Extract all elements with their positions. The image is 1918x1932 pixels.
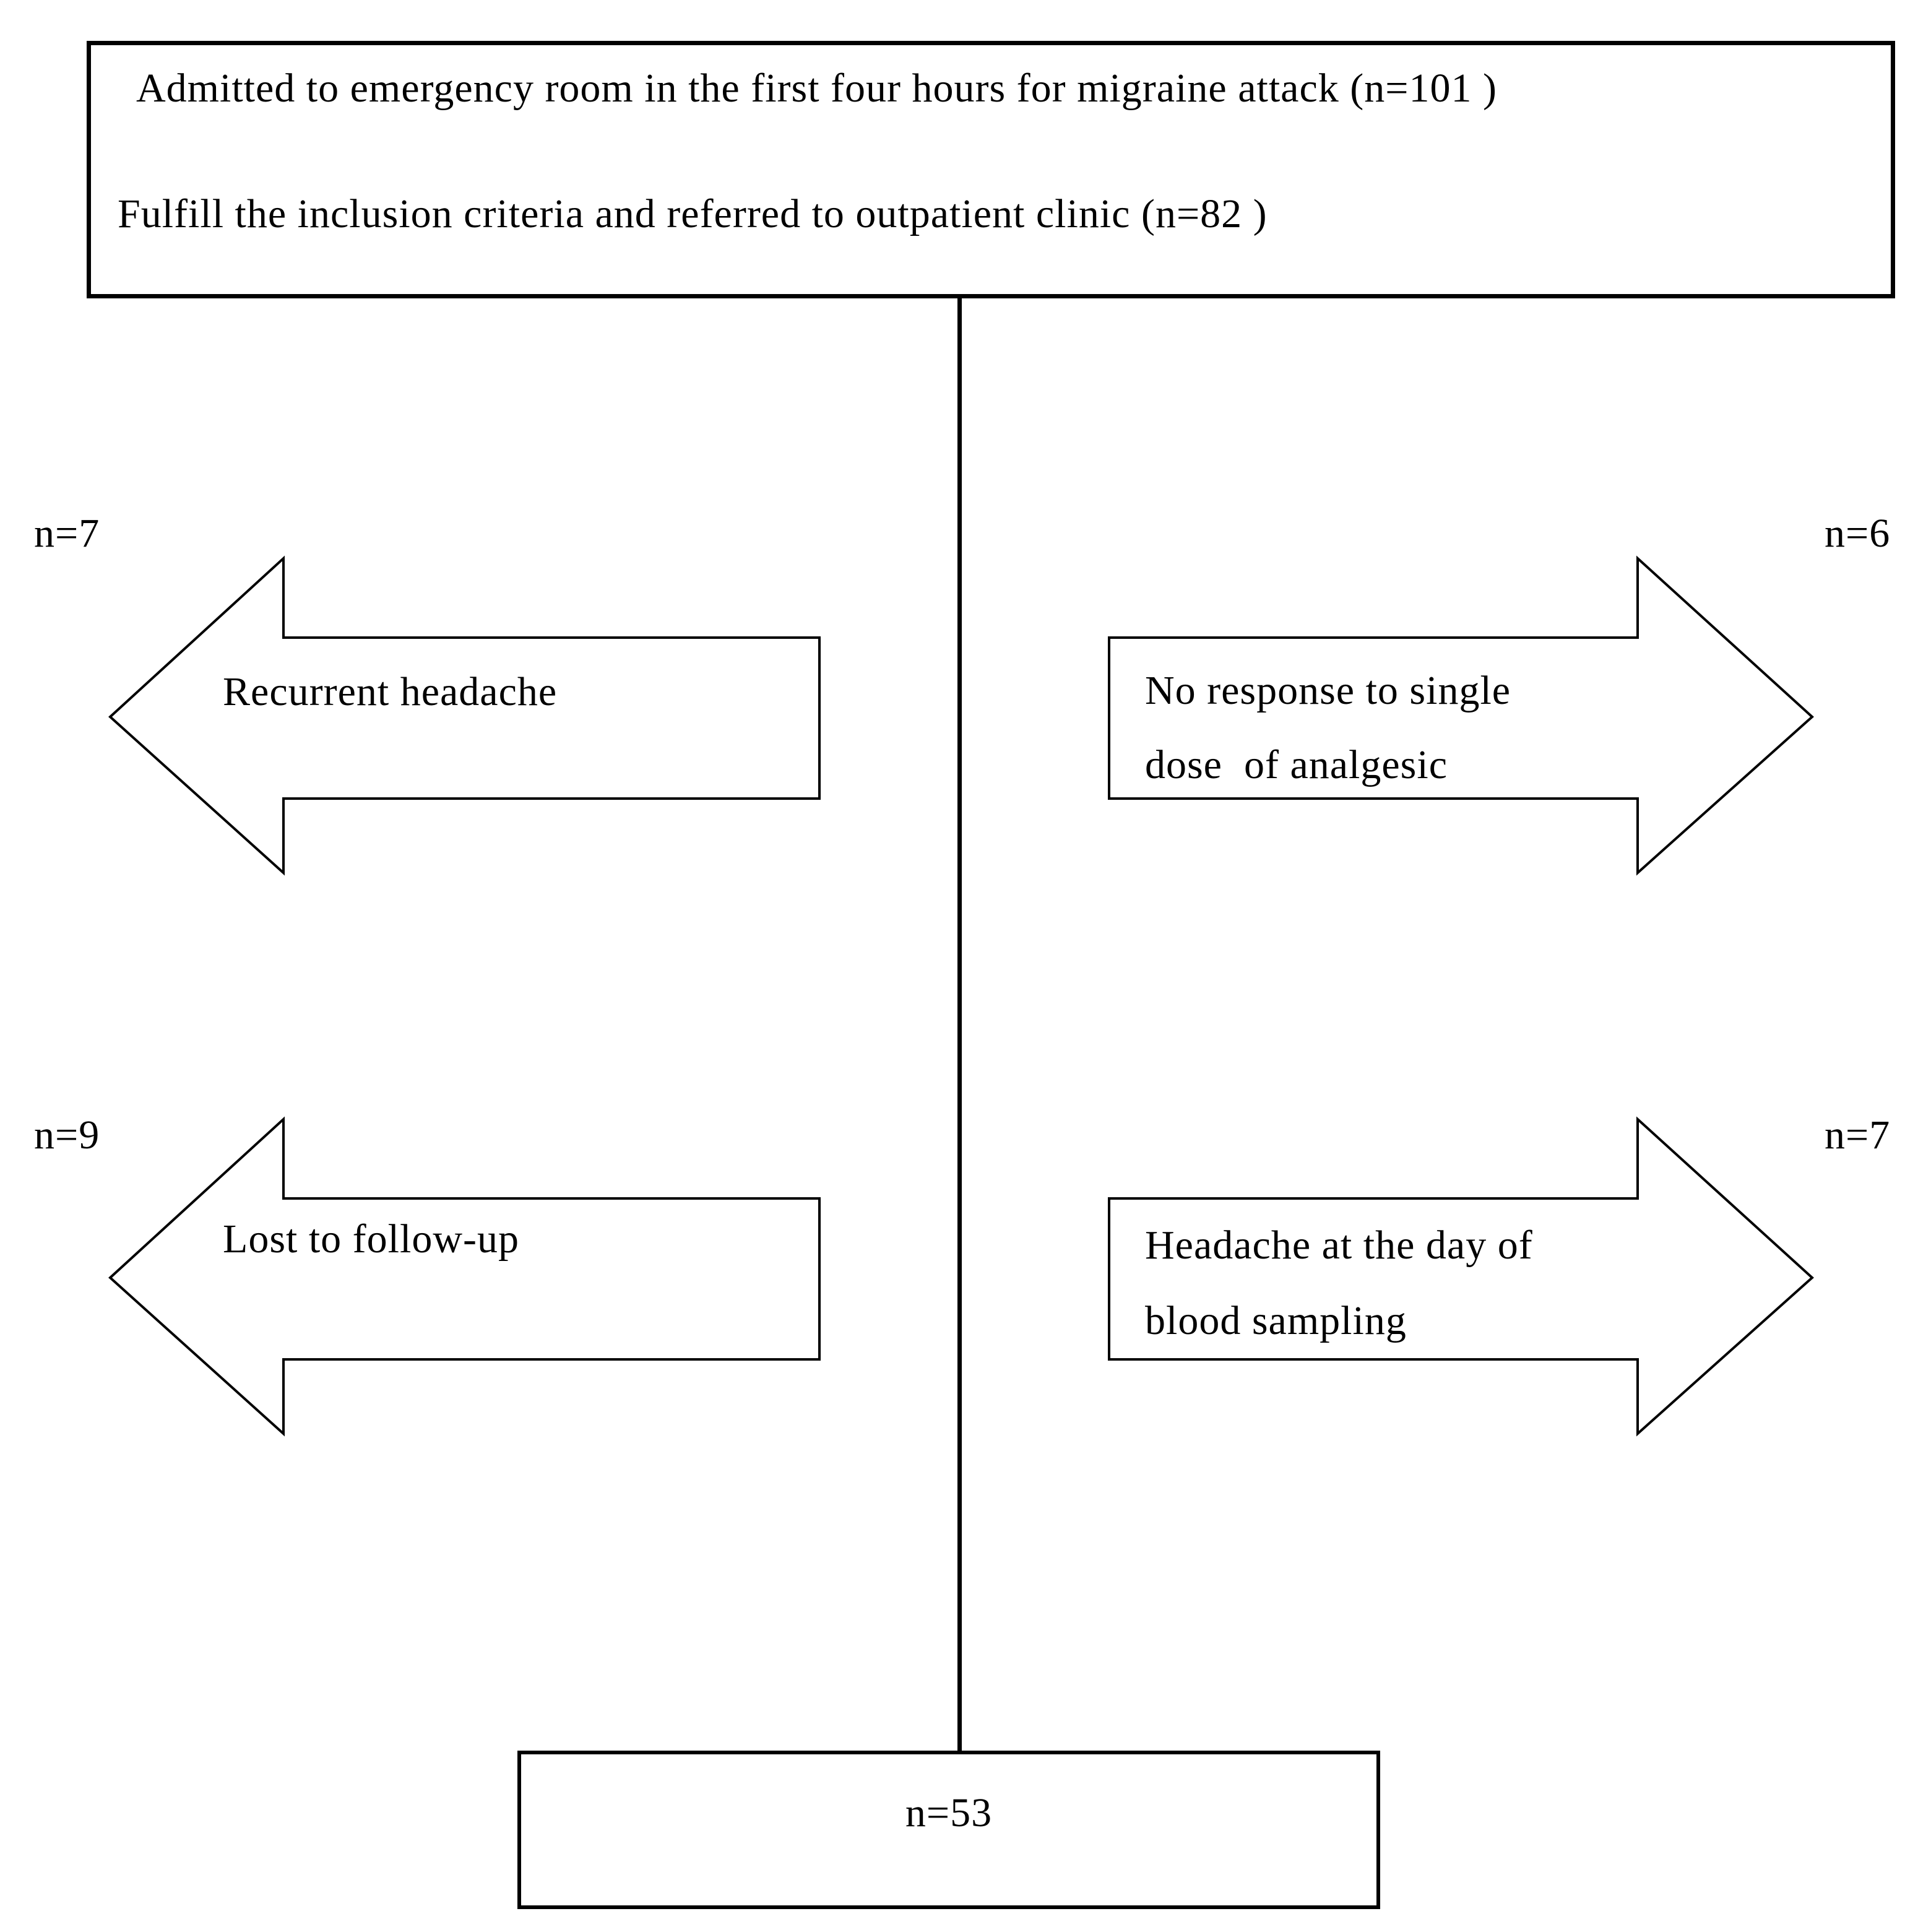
exclusion-left-2-text: Lost to follow-up	[223, 1216, 519, 1262]
connector-line	[957, 297, 962, 1751]
enrollment-box: Admitted to emergency room in the first …	[87, 41, 1895, 298]
right-block-arrow-1	[1108, 555, 1814, 876]
left-block-arrow-1-shape	[108, 555, 821, 876]
right-block-arrow-2-shape	[1108, 1116, 1814, 1437]
right-block-arrow-1-shape	[1108, 555, 1814, 876]
exclusion-right-1-text-line1: No response to single	[1145, 668, 1511, 713]
left-block-arrow-2-shape	[108, 1116, 821, 1437]
right-block-arrow-2	[1108, 1116, 1814, 1437]
final-count-label: n=53	[905, 1790, 993, 1835]
count-label-right-2: n=7	[1825, 1112, 1891, 1158]
exclusion-right-2-text-line2: blood sampling	[1145, 1298, 1407, 1343]
count-label-right-1: n=6	[1825, 511, 1891, 556]
exclusion-left-1-text: Recurrent headache	[223, 669, 558, 714]
count-label-left-2: n=9	[34, 1112, 100, 1158]
count-label-left-1: n=7	[34, 511, 100, 556]
enrollment-line-1: Admitted to emergency room in the first …	[136, 66, 1497, 111]
final-count-box: n=53	[517, 1751, 1380, 1909]
enrollment-line-2: Fulfill the inclusion criteria and refer…	[118, 191, 1268, 236]
exclusion-right-2-text-line1: Headache at the day of	[1145, 1223, 1533, 1268]
left-block-arrow-2	[108, 1116, 821, 1437]
left-block-arrow-1	[108, 555, 821, 876]
exclusion-right-1-text-line2: dose of analgesic	[1145, 742, 1448, 787]
